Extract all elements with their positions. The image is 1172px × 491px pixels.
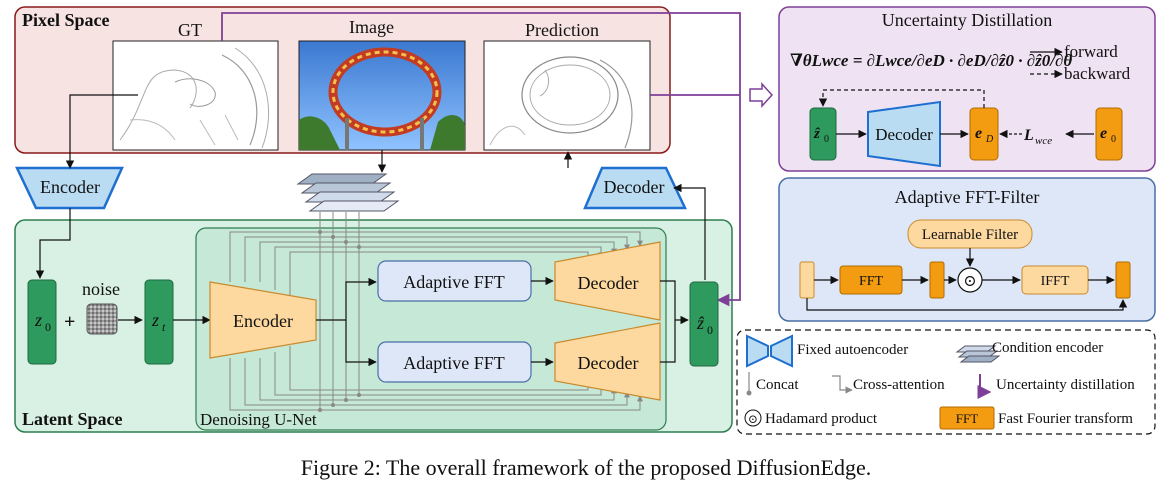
learnable-filter-label: Learnable Filter <box>922 227 1018 243</box>
decoder-top-to-zhat-arrow <box>660 280 689 325</box>
pixel-space-panel: Pixel Space GT Image Prediction <box>14 6 671 154</box>
spectrum-block <box>929 261 945 299</box>
figure-caption: Figure 2: The overall framework of the p… <box>300 455 872 480</box>
legend-fft-full: Fast Fourier transform <box>998 411 1133 427</box>
gt-edge-image <box>112 40 279 151</box>
residual-arrow <box>806 298 1128 311</box>
ud-ed-text: e <box>975 125 982 142</box>
fft-block-label: FFT <box>859 274 884 289</box>
zhat-to-decoder-arrow <box>673 183 706 280</box>
fft-bottom-label: Adaptive FFT <box>403 353 505 373</box>
zt-sub: t <box>162 320 166 334</box>
hadamard-legend-icon <box>744 409 762 427</box>
ud-e0-sub: 0 <box>1111 134 1116 145</box>
noise-block <box>86 303 118 335</box>
image-label: Image <box>349 17 394 37</box>
encoder-to-fft-top-arrow <box>316 277 377 321</box>
encoder-label: Encoder <box>40 177 100 197</box>
uncertainty-panel: Uncertainty Distillation ∇θLwce = ∂Lwce/… <box>778 6 1156 172</box>
legend-box: Fixed autoencoder Condition encoder Conc… <box>736 329 1156 435</box>
ud-backward-arrow <box>818 89 985 108</box>
forward-label: forward <box>1064 42 1118 61</box>
decoder-bottom-label: Decoder <box>578 353 639 373</box>
decoder-label: Decoder <box>604 177 665 197</box>
noise-label: noise <box>82 279 120 299</box>
uncertainty-hollow-arrow <box>749 82 774 108</box>
ud-zhat-text: ẑ <box>813 126 821 142</box>
fft-filter-title: Adaptive FFT-Filter <box>895 187 1040 207</box>
fft-top-label: Adaptive FFT <box>403 272 505 292</box>
plus-sign: + <box>64 311 75 333</box>
decoder-bottom-to-zhat-arrow <box>660 320 676 363</box>
legend-fft-badge: FFT <box>956 411 978 426</box>
ud-e0-text: e <box>1100 125 1107 142</box>
fft-filter-panel: Adaptive FFT-Filter Learnable Filter FFT… <box>778 177 1156 322</box>
condition-encoder-icon <box>955 345 1001 363</box>
zt-block: z t <box>144 279 174 365</box>
uncertainty-formula: ∇θLwce = ∂Lwce/∂eD · ∂eD/∂ẑ0 · ∂ẑ0/∂θ <box>790 51 1072 70</box>
z0-block: z 0 <box>27 279 57 365</box>
z0-text: z <box>34 310 42 330</box>
ud-ed-sub: D <box>985 134 994 145</box>
condition-encoder-stack <box>296 173 400 212</box>
decoder-top-label: Decoder <box>578 273 639 293</box>
autoencoder-encoder: Encoder <box>15 166 124 210</box>
ud-lwce-text: L <box>1023 127 1034 144</box>
uncertainty-title: Uncertainty Distillation <box>882 10 1052 30</box>
ifft-block-label: IFFT <box>1041 274 1070 289</box>
autoencoder-decoder: Decoder <box>583 166 687 210</box>
ud-decoder-label: Decoder <box>875 125 933 144</box>
z0-sub: 0 <box>45 320 51 334</box>
gt-label: GT <box>178 20 202 40</box>
encoder-to-z0-arrow <box>35 208 71 279</box>
prediction-label: Prediction <box>525 20 599 40</box>
zhat0-text: ẑ <box>696 313 705 333</box>
legend-hadamard: Hadamard product <box>765 411 878 427</box>
zhat0-sub: 0 <box>707 323 713 337</box>
hadamard-symbol: ⊙ <box>963 273 976 290</box>
backward-label: backward <box>1064 64 1131 83</box>
adaptive-fft-bottom: Adaptive FFT <box>377 341 532 383</box>
fft-legend-icon <box>939 406 995 430</box>
prediction-edge-image <box>483 40 651 151</box>
cross-attention-icon <box>832 375 853 394</box>
ud-lwce-sub: wce <box>1035 135 1052 147</box>
fft-input-block <box>799 261 815 299</box>
ud-e0-block <box>1095 107 1123 161</box>
fixed-autoencoder-icon <box>746 334 793 368</box>
uncertainty-distillation-icon <box>977 374 992 399</box>
latent-space-title: Latent Space <box>22 409 123 429</box>
zhat0-block: ẑ 0 <box>689 281 719 367</box>
input-photo <box>298 40 466 151</box>
encoder-to-fft-bottom-arrow <box>345 320 377 367</box>
zt-text: z <box>151 310 159 330</box>
ud-zhat-sub: 0 <box>824 134 829 145</box>
unet-decoder-top: Decoder <box>554 241 661 321</box>
unet-decoder-bottom: Decoder <box>554 322 661 401</box>
adaptive-fft-top: Adaptive FFT <box>377 260 532 302</box>
legend-uncertainty-distillation: Uncertainty distillation <box>996 377 1135 393</box>
unet-encoder-label: Encoder <box>233 311 293 331</box>
legend-cross-attention: Cross-attention <box>853 377 945 393</box>
unet-encoder: Encoder <box>209 281 317 359</box>
ud-decoder <box>867 100 941 168</box>
unet-title: Denoising U-Net <box>200 410 317 429</box>
legend-concat: Concat <box>756 377 799 393</box>
pixel-space-title: Pixel Space <box>22 10 110 30</box>
legend-fixed-autoencoder: Fixed autoencoder <box>797 342 908 358</box>
legend-condition-encoder: Condition encoder <box>992 340 1103 356</box>
svg-text:⊙: ⊙ <box>748 412 758 426</box>
fft-output-block <box>1115 261 1131 299</box>
gt-to-encoder-arrow <box>65 94 138 169</box>
gt-uncertainty-arrow <box>221 12 741 307</box>
